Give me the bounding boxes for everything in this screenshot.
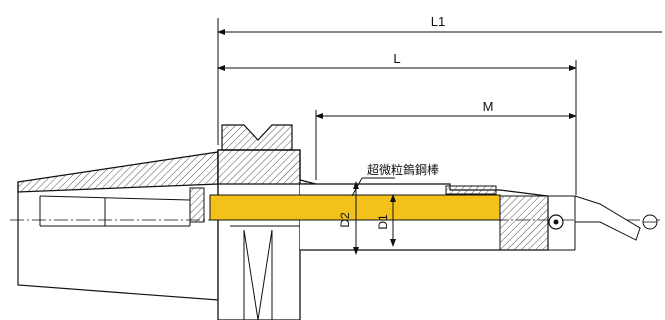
label-d2: D2 — [338, 212, 352, 228]
label-d1: D1 — [376, 214, 390, 230]
dimension-l: L — [217, 51, 577, 195]
label-rod: 超微粒鎢鋼棒 — [367, 162, 439, 177]
label-l: L — [393, 51, 400, 66]
taper-shank — [17, 151, 219, 301]
dimension-d2: D2 — [338, 181, 359, 255]
dimension-m: M — [315, 99, 577, 180]
label-m: M — [483, 99, 494, 114]
flange — [217, 124, 317, 320]
boring-head — [548, 195, 658, 241]
dimension-l1: L1 — [217, 14, 662, 145]
rod-callout: 超微粒鎢鋼棒 — [351, 162, 439, 197]
dimension-d1: D1 — [376, 194, 396, 247]
label-l1: L1 — [431, 14, 445, 29]
carbide-rod — [209, 194, 501, 221]
